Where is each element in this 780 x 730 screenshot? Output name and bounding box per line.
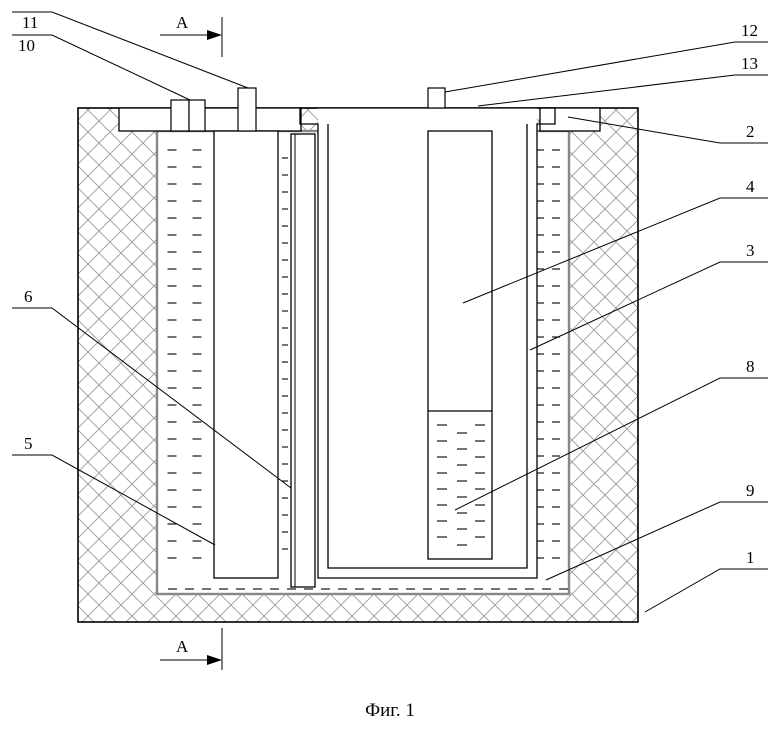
label-2: 2 bbox=[746, 122, 755, 141]
figure-caption: Фиг. 1 bbox=[365, 700, 415, 721]
connector-10 bbox=[171, 100, 205, 131]
label-1: 1 bbox=[746, 548, 755, 567]
section-label-bottom: А bbox=[176, 637, 189, 656]
label-6: 6 bbox=[24, 287, 33, 306]
label-10: 10 bbox=[18, 36, 35, 55]
lid-plate-left bbox=[119, 108, 301, 131]
label-13: 13 bbox=[741, 54, 758, 73]
tube-6 bbox=[291, 134, 315, 587]
label-11: 11 bbox=[22, 13, 38, 32]
lid-plate-right bbox=[540, 108, 600, 131]
label-9: 9 bbox=[746, 481, 755, 500]
label-4: 4 bbox=[746, 177, 755, 196]
label-8: 8 bbox=[746, 357, 755, 376]
section-label-top: А bbox=[176, 13, 189, 32]
connector-12 bbox=[428, 88, 445, 108]
element-5 bbox=[214, 131, 278, 578]
label-5: 5 bbox=[24, 434, 33, 453]
sample-container bbox=[428, 131, 492, 559]
section-mark-top: А bbox=[160, 13, 222, 57]
connector-11 bbox=[238, 88, 256, 131]
section-mark-bottom: А bbox=[160, 628, 222, 670]
label-12: 12 bbox=[741, 21, 758, 40]
label-3: 3 bbox=[746, 241, 755, 260]
